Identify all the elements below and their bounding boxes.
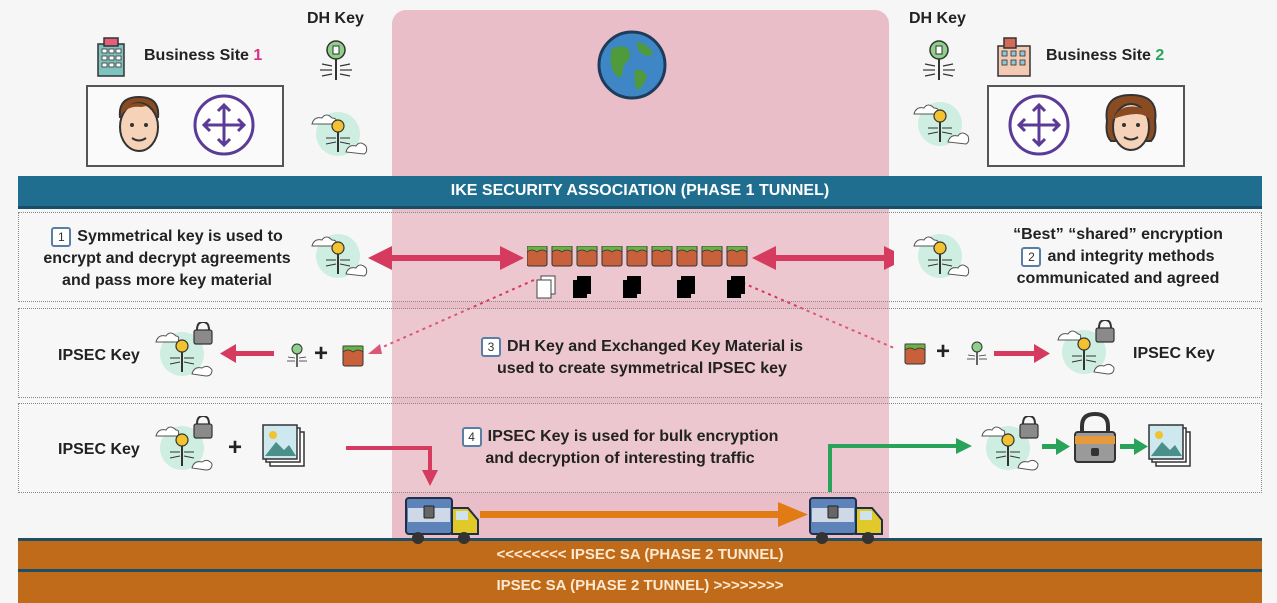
site1-number: 1	[253, 47, 263, 64]
site2-box	[987, 85, 1185, 167]
ike-security-association-bar: IKE SECURITY ASSOCIATION (PHASE 1 TUNNEL…	[18, 176, 1262, 209]
site1-label: Business Site	[144, 47, 249, 64]
step2-text: “Best” “shared” encryption 2 and integrit…	[988, 224, 1248, 290]
shared-key-cloud-icon	[311, 234, 368, 278]
dh-key-icon	[287, 343, 307, 367]
globe-icon	[597, 30, 667, 100]
step2-line2: and integrity methods	[1047, 248, 1215, 265]
plus-sign: +	[936, 338, 951, 365]
step3-number: 3	[480, 336, 501, 357]
step4-line1: IPSEC Key is used for bulk encryption	[487, 428, 779, 445]
site2-number: 2	[1155, 47, 1165, 64]
shared-key-cloud-icon	[311, 112, 368, 156]
ipsec-key-icon	[1057, 320, 1115, 375]
ipsec-key-icon	[981, 416, 1039, 471]
site1-box	[86, 85, 284, 167]
dh-key-right-label: DH Key	[909, 10, 966, 27]
step4-text: 4 IPSEC Key is used for bulk encryption a…	[450, 426, 790, 470]
arrow-right-red	[994, 344, 1050, 363]
step3-text: 3 DH Key and Exchanged Key Material is us…	[452, 336, 832, 380]
ipsec-key-right-label: IPSEC Key	[1133, 345, 1215, 362]
shared-key-cloud-icon	[913, 234, 970, 278]
double-arrow-right	[752, 246, 894, 270]
ipsec-sa-bar-outbound: IPSEC SA (PHASE 2 TUNNEL) >>>>>>>>	[18, 569, 1262, 603]
green-elbow-arrow	[828, 438, 972, 492]
orange-arrow-right	[480, 502, 808, 527]
images-stack-icon	[1148, 424, 1191, 467]
ipsec-key-left-label: IPSEC Key	[58, 347, 140, 364]
dh-key-left-label: DH Key	[307, 10, 364, 27]
step1-number: 1	[51, 226, 72, 247]
ipsec-sa-bar-inbound: <<<<<<<< IPSEC SA (PHASE 2 TUNNEL)	[18, 538, 1262, 569]
arrows-layer	[368, 246, 894, 354]
images-stack-icon	[262, 424, 305, 467]
key-material-block-icon	[904, 343, 926, 365]
shared-key-cloud-icon	[913, 102, 970, 146]
arrow-right-green	[1120, 438, 1148, 455]
key-material-block	[526, 245, 548, 267]
dotted-arrow-left	[375, 279, 535, 351]
ipsec-key-icon	[155, 322, 213, 377]
step2-line1: “Best” “shared” encryption	[1013, 226, 1223, 243]
double-arrow-left	[368, 246, 524, 270]
site2-title: Business Site 2	[1046, 47, 1164, 65]
person-male-icon	[118, 95, 160, 152]
building-icon	[997, 37, 1031, 77]
building-icon	[97, 37, 125, 77]
router-icon	[193, 94, 255, 156]
step4-number: 4	[461, 426, 482, 447]
site1-title: Business Site 1	[144, 47, 262, 65]
dh-key-icon	[923, 40, 955, 80]
ipsec-key-left-label-row4: IPSEC Key	[58, 441, 140, 458]
padlock-icon	[1074, 412, 1116, 463]
router-icon	[1008, 94, 1070, 156]
dh-key-icon	[967, 341, 987, 365]
step1-text: 1 Symmetrical key is used to encrypt and …	[26, 226, 308, 292]
step2-number: 2	[1021, 246, 1042, 267]
key-material-block-icon	[342, 345, 364, 367]
red-elbow-arrow	[346, 446, 438, 486]
step1-line2: encrypt and decrypt agreements	[43, 250, 291, 267]
key-material-blocks	[526, 245, 755, 307]
plus-sign: +	[228, 434, 243, 461]
site2-label: Business Site	[1046, 47, 1151, 64]
person-female-icon	[1105, 93, 1157, 151]
truck-icon	[809, 497, 883, 544]
step2-line3: communicated and agreed	[1016, 270, 1220, 287]
arrow-left-red	[220, 344, 274, 363]
step1-line3: and pass more key material	[62, 272, 272, 289]
plus-sign: +	[314, 340, 329, 367]
step3-line2: used to create symmetrical IPSEC key	[497, 360, 787, 377]
step4-line2: and decryption of interesting traffic	[485, 450, 755, 467]
step1-line1: Symmetrical key is used to	[77, 228, 283, 245]
ipsec-key-icon	[155, 416, 213, 471]
step3-line1: DH Key and Exchanged Key Material is	[506, 338, 804, 355]
truck-icon	[405, 497, 479, 544]
dh-key-icon	[320, 40, 352, 80]
dotted-arrow-right	[735, 279, 894, 349]
arrow-right-green	[1042, 438, 1070, 455]
